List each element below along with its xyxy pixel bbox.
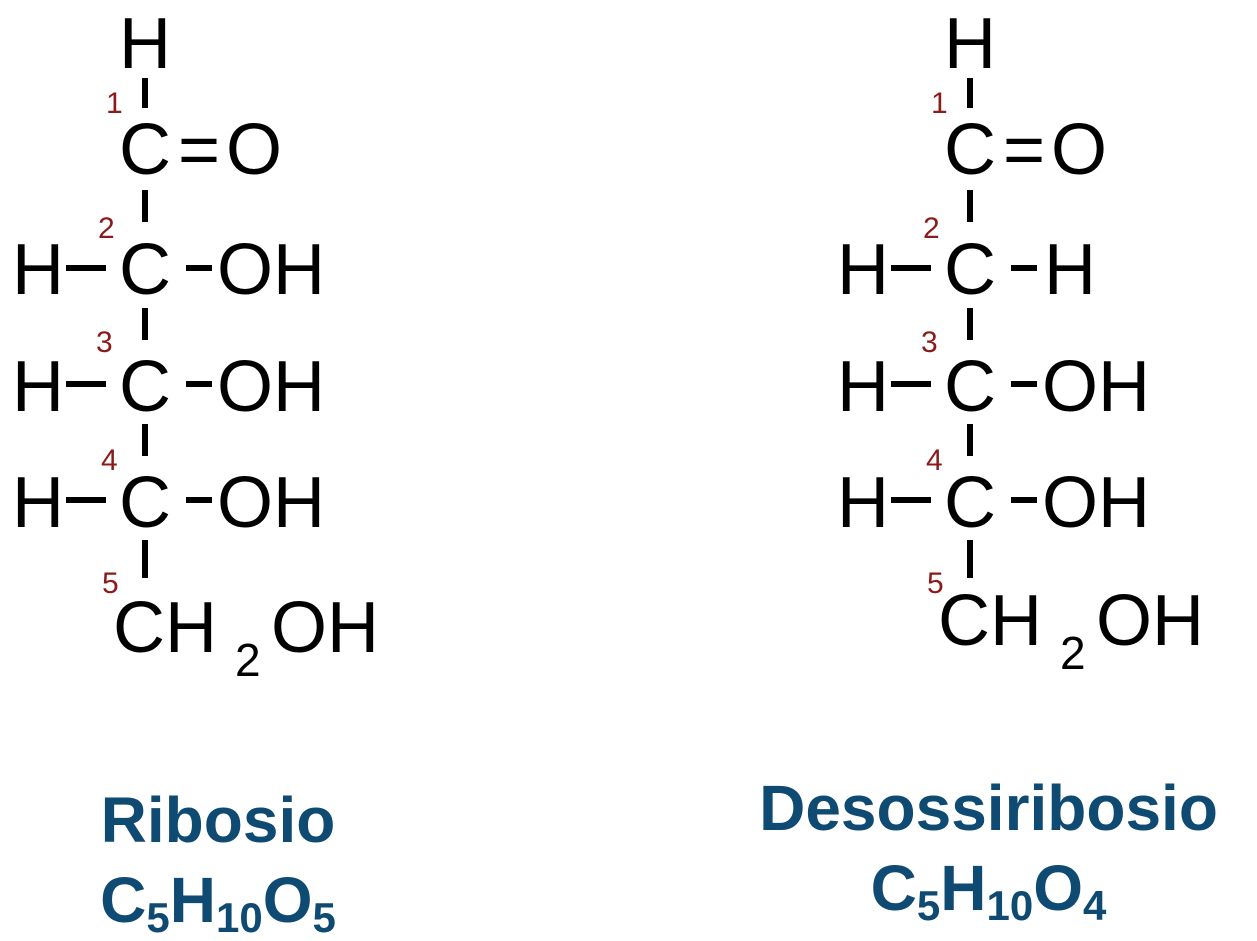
deoxyribose-c2-right-hydrogen: H [1044,230,1096,310]
deoxyribose-c2-carbon: C [944,230,996,310]
deoxyribose-c1-carbon: C [944,110,996,190]
deoxyribose-top-hydrogen: H [944,4,996,84]
deoxyribose-formula-o: O [1033,852,1083,924]
deoxyribose-formula-h-count: 10 [986,882,1034,929]
deoxyribose-carbon-number-1: 1 [931,87,948,120]
ribose-formula-o-count: 5 [312,894,336,941]
deoxyribose-carbon-number-2: 2 [923,212,940,245]
deoxyribose-c5-subscript: 2 [1060,627,1086,679]
ribose-c2-carbon: C [119,230,171,310]
deoxyribose-c4-carbon: C [944,463,996,543]
deoxyribose-formula-c: C [870,852,917,924]
ribose-formula-o: O [262,864,313,936]
deoxyribose-name: Desossiribosio [759,772,1218,844]
deoxyribose-c3-carbon: C [944,347,996,427]
ribose-c5-subscript: 2 [235,634,261,686]
deoxyribose-c3-left-hydrogen: H [837,347,889,427]
ribose-carbon-number-2: 2 [98,212,115,245]
structures-canvas: H 1 C = O 2 H C OH 3 H C OH 4 H C OH 5 C… [12,4,1204,686]
ribose-c1-carbon: C [119,110,171,190]
deoxyribose-c5-ch: CH [938,581,1042,661]
ribose-c1-oxygen: O [226,110,282,190]
ribose-top-hydrogen: H [119,4,171,84]
deoxyribose-c1-double-bond: = [1003,110,1045,190]
ribose-c4-carbon: C [119,463,171,543]
deoxyribose-c1-oxygen: O [1051,110,1107,190]
ribose-carbon-number-4: 4 [101,444,118,477]
deoxyribose-formula-o-count: 4 [1082,882,1107,929]
deoxyribose-carbon-number-4: 4 [926,444,943,477]
ribose-name: Ribosio [100,784,336,856]
ribose-formula: C5H10O5 [0,868,436,939]
ribose-c2-hydroxyl: OH [217,230,325,310]
ribose-formula-c-count: 5 [146,894,170,941]
deoxyribose-c4-left-hydrogen: H [837,463,889,543]
ribose-formula-h: H [169,864,216,936]
ribose-c4-hydroxyl: OH [217,463,325,543]
ribose-c1-double-bond: = [178,110,220,190]
deoxyribose-structure: H 1 C = O 2 H C H 3 H C OH 4 H C OH 5 CH [837,4,1204,679]
deoxyribose-c5-hydroxyl: OH [1096,581,1204,661]
ribose-c3-hydroxyl: OH [217,347,325,427]
ribose-carbon-number-1: 1 [106,87,123,120]
ribose-c3-carbon: C [119,347,171,427]
deoxyribose-carbon-number-5: 5 [927,567,944,600]
ribose-c5-ch: CH [113,588,217,668]
deoxyribose-formula-c-count: 5 [916,882,941,929]
ribose-structure: H 1 C = O 2 H C OH 3 H C OH 4 H C OH 5 C… [12,4,379,686]
ribose-carbon-number-5: 5 [102,567,119,600]
deoxyribose-c4-hydroxyl: OH [1042,463,1150,543]
deoxyribose-c2-left-hydrogen: H [837,230,889,310]
ribose-carbon-number-3: 3 [96,326,113,359]
deoxyribose-c3-hydroxyl: OH [1042,347,1150,427]
ribose-c4-left-hydrogen: H [12,463,64,543]
ribose-formula-c: C [100,864,147,936]
ribose-c3-left-hydrogen: H [12,347,64,427]
ribose-caption: Ribosio C5H10O5 [0,784,436,939]
deoxyribose-carbon-number-3: 3 [921,326,938,359]
deoxyribose-formula: C5H10O4 [720,856,1257,927]
ribose-c2-left-hydrogen: H [12,230,64,310]
ribose-c5-hydroxyl: OH [271,588,379,668]
deoxyribose-formula-h: H [940,852,987,924]
ribose-formula-h-count: 10 [215,894,263,941]
deoxyribose-caption: Desossiribosio C5H10O4 [720,772,1257,927]
